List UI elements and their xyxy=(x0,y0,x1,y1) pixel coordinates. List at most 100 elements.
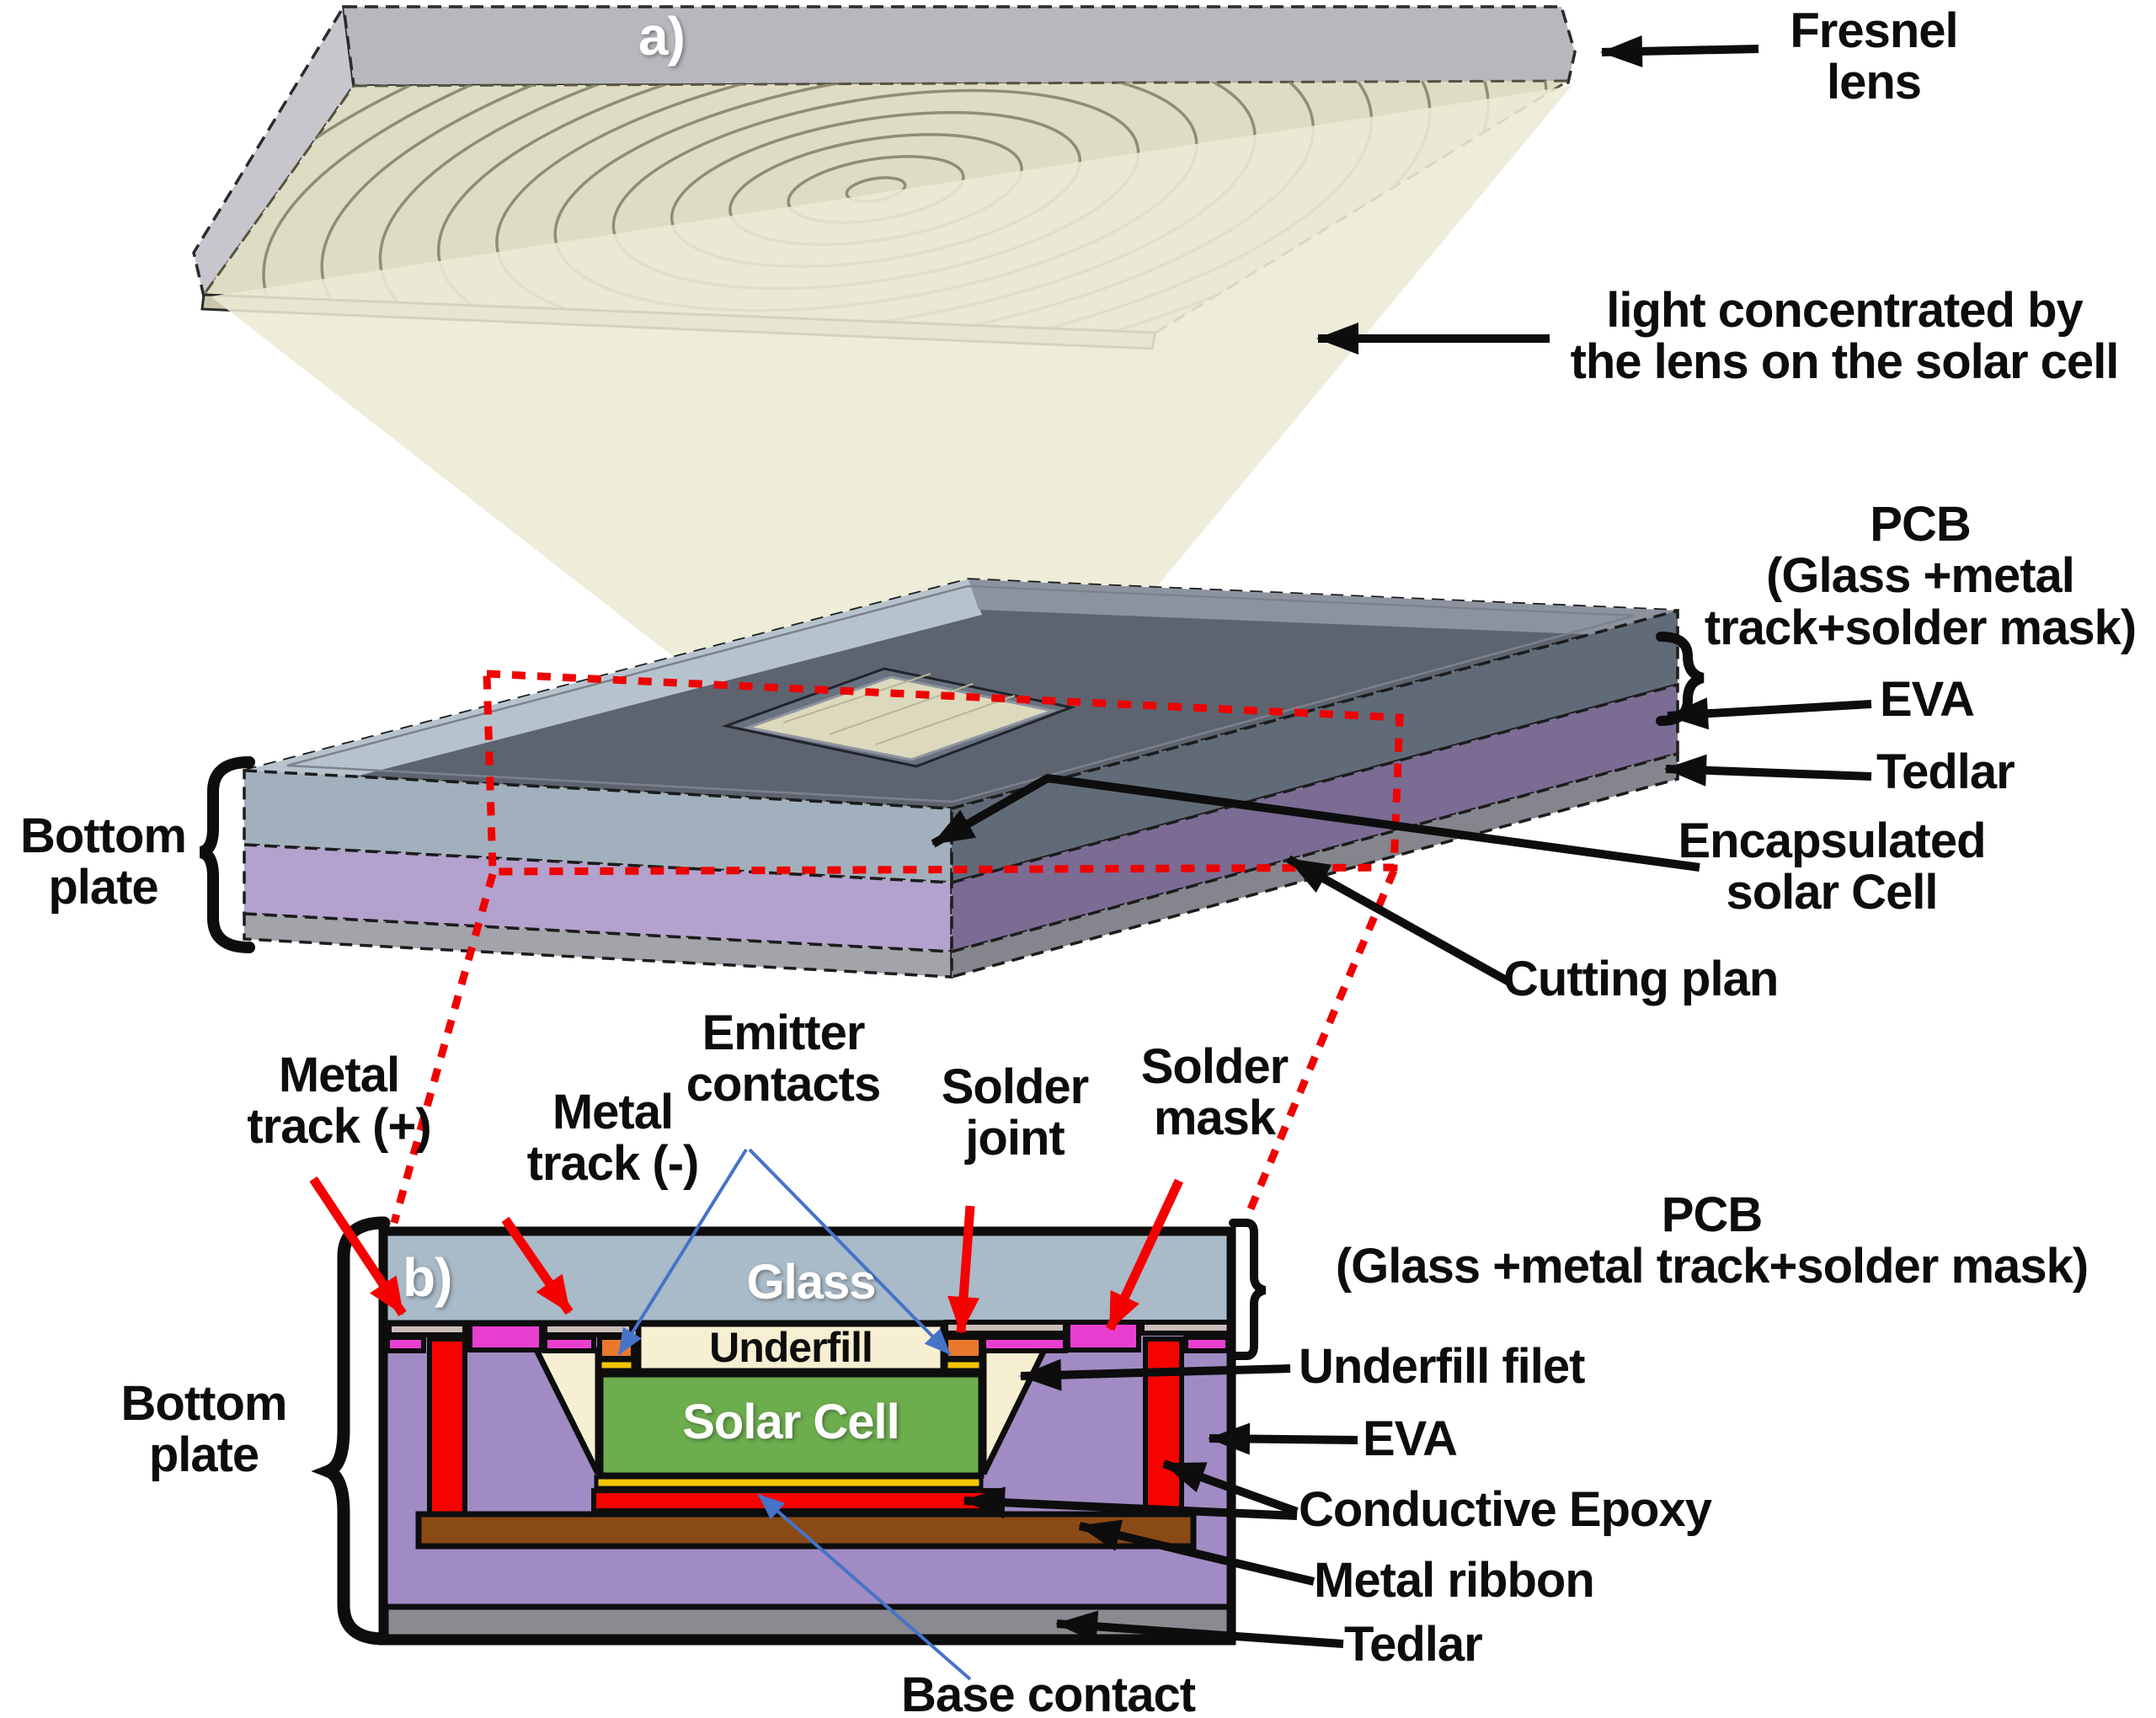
metal-track-minus-line1: Metal xyxy=(552,1085,674,1139)
tedlar-b-label: Tedlar xyxy=(1344,1617,1483,1672)
solder-joint-line1: Solder xyxy=(941,1059,1090,1114)
solder-mask-arrow xyxy=(1106,1178,1183,1331)
eva-mid-label: EVA xyxy=(1880,672,1975,727)
light-concentrated-line1: light concentrated by xyxy=(1606,283,2084,338)
solder-mask-line2: mask xyxy=(1153,1091,1276,1146)
b-black-arrows xyxy=(963,1358,1358,1648)
b-mask-right-mid xyxy=(981,1335,1068,1353)
metal-track-minus-label: Metal track (-) xyxy=(467,1086,758,1190)
conductive-epoxy-arrow-lower xyxy=(963,1486,1298,1520)
pcb-b-line1: PCB xyxy=(1661,1187,1763,1242)
emitter-contacts-label: Emitter contacts xyxy=(615,1007,952,1111)
emitter-contacts-line1: Emitter xyxy=(702,1006,866,1060)
plate-top-glass-highlight xyxy=(244,579,982,802)
plate-top-inset-line xyxy=(286,584,1636,803)
callout-arrows-top xyxy=(931,35,1872,986)
metal-track-minus-line2: track (-) xyxy=(526,1136,700,1192)
emitter-contact-arrow-right xyxy=(748,1148,952,1356)
solder-joint-arrow xyxy=(947,1205,980,1334)
metal-ribbon-arrow xyxy=(1078,1519,1315,1586)
panel-b-tag: b) xyxy=(403,1247,452,1308)
b-emitter-contact-left xyxy=(597,1358,636,1373)
panel-a-tag: a) xyxy=(638,6,686,67)
light-concentrated-line2: the lens on the solar cell xyxy=(1570,334,2120,390)
fresnel-lens-arrow xyxy=(1600,35,1759,67)
lens-back-edge-face xyxy=(342,5,1577,88)
metal-track-plus-label: Metal track (+) xyxy=(194,1049,484,1153)
b-metal-track-plus xyxy=(387,1321,467,1337)
eva-mid-arrow xyxy=(1666,697,1872,730)
pcb-brace-mid xyxy=(1656,632,1705,726)
b-red-arrows xyxy=(309,1176,1183,1334)
underfill-b-label: Underfill xyxy=(709,1324,873,1371)
solder-mask-label: Solder mask xyxy=(1097,1041,1332,1144)
cell-grid-line xyxy=(782,673,931,723)
solder-joint-line2: joint xyxy=(965,1111,1065,1166)
eva-b-label: EVA xyxy=(1363,1411,1458,1466)
base-contact-arrow xyxy=(757,1493,972,1681)
bottom-plate-b-line2: plate xyxy=(148,1427,259,1483)
base-contact-label: Base contact xyxy=(901,1667,1196,1718)
solar-cell-b-label: Solar Cell xyxy=(682,1395,900,1449)
bottom-plate-brace-mid xyxy=(199,756,255,953)
cutting-plan-label: Cutting plan xyxy=(1503,952,1779,1006)
pcb-mid-label: PCB (Glass +metal track+solder mask) xyxy=(1684,499,2156,654)
emitter-contacts-line2: contacts xyxy=(686,1057,882,1112)
cell-grid-line xyxy=(875,695,1016,745)
metal-track-plus-line2: track (+) xyxy=(247,1099,431,1155)
bottom-plate-mid-label: Bottom plate xyxy=(0,810,206,914)
bottom-plate-b-label: Bottom plate xyxy=(77,1378,330,1481)
encapsulated-cell-arrow xyxy=(931,773,1700,872)
b-mask-right-edge xyxy=(1183,1335,1230,1353)
b-conductive-epoxy-left xyxy=(427,1337,467,1517)
bottom-plate-mid-line1: Bottom xyxy=(20,808,187,863)
pcb-b-line2: (Glass +metal track+solder mask) xyxy=(1335,1239,2089,1294)
fresnel-lens-line2: lens xyxy=(1826,55,1922,110)
b-metal-tracks xyxy=(387,1320,1232,1337)
cutting-connector-right xyxy=(1241,869,1398,1224)
b-metal-track-r2 xyxy=(1139,1320,1232,1336)
underfill-filet-arrow xyxy=(1019,1358,1291,1391)
plate-front-glass-right xyxy=(950,608,1679,885)
pcb-mid-line2: (Glass +metal xyxy=(1766,548,2075,604)
fresnel-lens-line1: Fresnel xyxy=(1790,3,1958,58)
b-mask-left-block xyxy=(467,1321,544,1353)
cutting-plan-arrow xyxy=(1286,855,1512,986)
pcb-bracket-b xyxy=(1229,1219,1267,1360)
tedlar-b-arrow xyxy=(1055,1610,1344,1648)
bottom-plate-b-line1: Bottom xyxy=(120,1376,288,1431)
encapsulated-cell-label: Encapsulated solar Cell xyxy=(1634,815,2030,919)
bottom-plate-mid-line2: plate xyxy=(48,860,158,915)
conductive-epoxy-arrow-upper xyxy=(1162,1459,1299,1516)
pcb-mid-line3: track+solder mask) xyxy=(1704,600,2137,655)
b-metal-track-minus xyxy=(542,1321,634,1337)
b-base-contact xyxy=(594,1475,984,1491)
b-mask-left-edge xyxy=(385,1335,426,1353)
b-mask-left-mid xyxy=(542,1335,596,1353)
b-solder-joint-right xyxy=(943,1335,984,1361)
light-concentrated-label: light concentrated by the lens on the so… xyxy=(1533,285,2156,388)
fresnel-lens-label: Fresnel lens xyxy=(1697,5,2051,109)
b-metal-ribbon xyxy=(415,1511,1197,1550)
b-emitter-contact-right xyxy=(943,1358,984,1373)
pcb-mid-line1: PCB xyxy=(1870,497,1971,552)
cutting-plan-rect xyxy=(483,670,1404,876)
eva-b-arrow xyxy=(1208,1422,1358,1455)
b-tedlar xyxy=(382,1603,1233,1641)
b-blue-arrows xyxy=(617,1148,972,1681)
tedlar-mid-label: Tedlar xyxy=(1876,744,2015,799)
bottom-plate-brace-b xyxy=(311,1216,391,1646)
underfill-filet-label: Underfill filet xyxy=(1299,1339,1585,1394)
encapsulated-line1: Encapsulated xyxy=(1678,814,1986,868)
tedlar-mid-arrow xyxy=(1664,754,1872,787)
pcb-b-label: PCB (Glass +metal track+solder mask) xyxy=(1267,1189,2156,1293)
metal-ribbon-label: Metal ribbon xyxy=(1314,1553,1595,1608)
solder-joint-label: Solder joint xyxy=(897,1061,1133,1165)
b-conductive-epoxy-horizontal xyxy=(591,1488,1005,1513)
cutting-plan-dotted xyxy=(390,670,1404,1224)
plate-front-glass-left xyxy=(243,769,953,884)
b-conductive-epoxy-right xyxy=(1143,1337,1184,1517)
metal-track-plus-line1: Metal xyxy=(278,1048,400,1102)
